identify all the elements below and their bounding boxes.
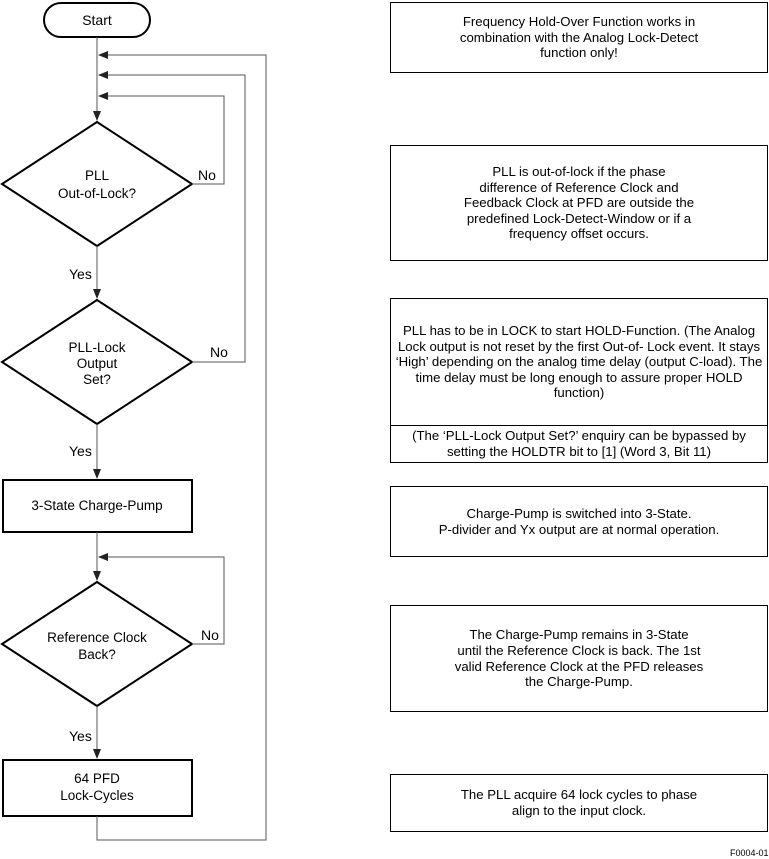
return-loop	[96, 51, 267, 841]
yes-label-3: Yes	[69, 728, 92, 744]
note-out-of-lock: PLL is out-of-lock if the phase differen…	[390, 145, 768, 261]
note-out-of-lock-line2: difference of Reference Clock and	[479, 179, 679, 195]
note-lock-cycles-line1: The PLL acquire 64 lock cycles to phase	[460, 787, 698, 803]
figure-id: F0004-01	[730, 848, 769, 858]
note-out-of-lock-line1: PLL is out-of-lock if the phase	[492, 164, 666, 180]
decision-out-of-lock-line2: Out-of-Lock?	[58, 186, 136, 201]
note-holdover-line3: function only!	[540, 45, 618, 61]
note-holdover-line2: combination with the Analog Lock-Detect	[459, 29, 699, 45]
note-ref-clock-line4: the Charge-Pump.	[525, 674, 633, 690]
note-out-of-lock-line5: frequency offset occurs.	[509, 226, 649, 242]
note-lock-line5: delay (output C-load). The time delay mu…	[415, 354, 763, 385]
decision-lock-output-line3: Set?	[83, 372, 111, 387]
yes-label-1: Yes	[69, 266, 92, 282]
no-loop-out-of-lock	[98, 92, 225, 185]
note-lock-line1: PLL has to be in LOCK to start	[402, 323, 582, 339]
note-bypass-line2: setting the HOLDTR bit to [1] (Word 3, B…	[446, 444, 712, 459]
note-lock-line2: HOLD-Function.	[584, 323, 681, 339]
note-ref-clock: The Charge-Pump remains in 3-State until…	[390, 605, 768, 712]
no-label-2: No	[210, 344, 228, 360]
no-loop-lock-output	[98, 71, 246, 363]
decision-lock-output-line2: Output	[77, 356, 118, 371]
note-ref-clock-line1: The Charge-Pump remains in 3-State	[469, 627, 689, 643]
note-out-of-lock-line4: predefined Lock-Detect-Window or if a	[466, 210, 692, 226]
note-out-of-lock-line3: Feedback Clock at PFD are outside the	[463, 195, 695, 211]
note-charge-pump-line2: P-divider and Yx output are at normal op…	[438, 521, 720, 537]
note-charge-pump-line1: Charge-Pump is switched into 3-State.	[466, 505, 692, 521]
note-ref-clock-line2: until the Reference Clock is back. The 1…	[457, 642, 701, 658]
note-ref-clock-line3: valid Reference Clock at the PFD release…	[454, 658, 704, 674]
note-lock-output-main: PLL has to be in LOCK to start HOLD-Func…	[391, 299, 767, 425]
process-lock-cycles	[2, 759, 193, 817]
decision-ref-clock-line2: Back?	[78, 647, 116, 662]
no-loop-ref-clock	[98, 553, 225, 645]
decision-out-of-lock-line1: PLL	[85, 168, 110, 183]
process-lock-cycles-line1: 64 PFD	[74, 771, 120, 786]
decision-out-of-lock	[0, 120, 194, 248]
decision-lock-output-line1: PLL-Lock	[68, 340, 125, 355]
note-lock-output-bypass: (The ‘PLL-Lock Output Set?’ enquiry can …	[391, 425, 767, 462]
note-lock-cycles: The PLL acquire 64 lock cycles to phase …	[390, 774, 768, 832]
no-label-3: No	[201, 627, 219, 643]
note-lock-cycles-line2: align to the input clock.	[511, 803, 647, 818]
note-holdover: Frequency Hold-Over Function works in co…	[390, 2, 768, 73]
note-holdover-line1: Frequency Hold-Over Function works in	[462, 14, 696, 30]
yes-label-2: Yes	[69, 443, 92, 459]
note-lock-output: PLL has to be in LOCK to start HOLD-Func…	[390, 298, 768, 463]
note-lock-line6: to assure proper HOLD function)	[553, 369, 743, 401]
note-lock-line4: Lock event. It stays ‘High’ depending on…	[395, 338, 761, 370]
start-label: Start	[82, 12, 112, 28]
process-charge-pump-label: 3-State Charge-Pump	[31, 498, 162, 513]
process-charge-pump	[2, 479, 193, 533]
process-lock-cycles-line2: Lock-Cycles	[60, 788, 134, 803]
note-charge-pump: Charge-Pump is switched into 3-State. P-…	[390, 486, 768, 557]
decision-ref-clock-line1: Reference Clock	[47, 630, 147, 645]
note-lock-line3: (The Analog Lock output is not reset by …	[397, 323, 756, 354]
note-bypass-line1: (The ‘PLL-Lock Output Set?’ enquiry can …	[412, 428, 746, 444]
no-label-1: No	[198, 167, 216, 183]
